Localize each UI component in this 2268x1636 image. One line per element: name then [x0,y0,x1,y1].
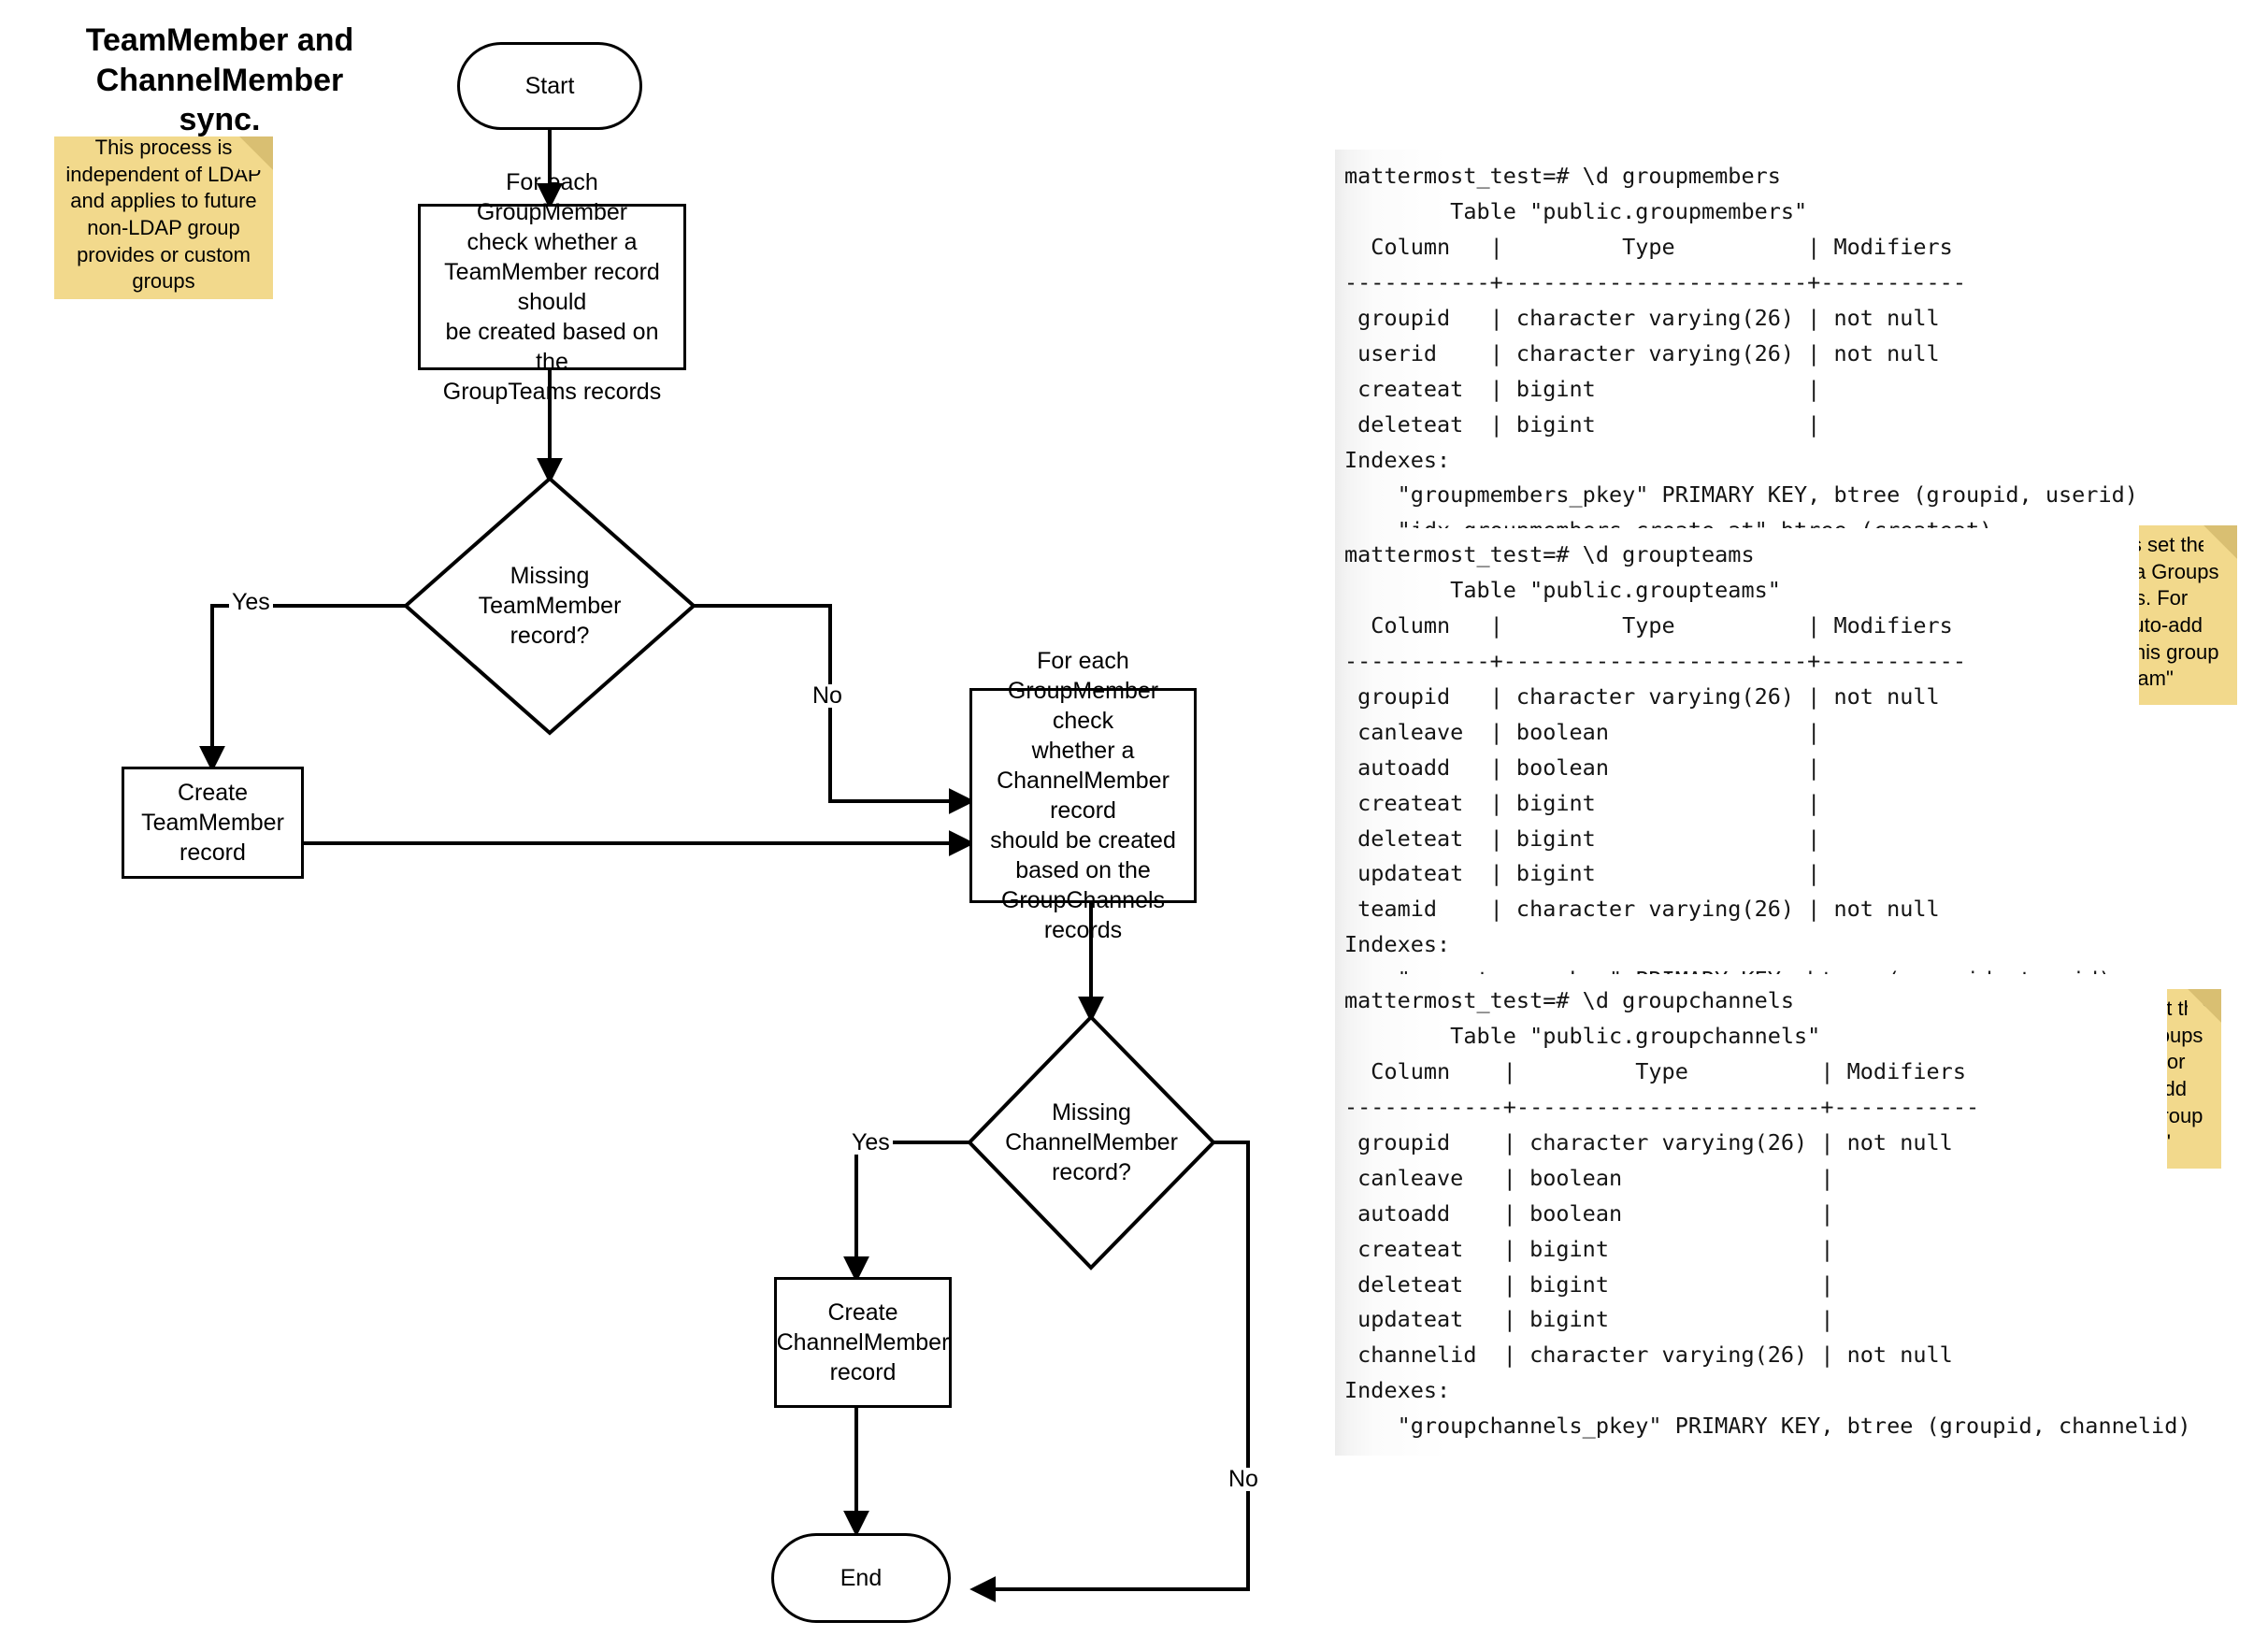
page-title: TeamMember and ChannelMember sync. [85,22,354,137]
flow-node-process-team[interactable]: For each GroupMember check whether a Tea… [418,169,686,405]
terminal-output-groupchannels: mattermost_test=# \d groupchannels Table… [1335,974,2190,1457]
flow-node-end[interactable]: End [771,1533,951,1623]
flow-node-decision-team[interactable]: Missing TeamMember record? [406,479,694,733]
flow-node-decision-team-label: Missing TeamMember record? [478,563,622,649]
flow-node-start[interactable]: Start [457,42,642,130]
flow-node-process-team-label: For each GroupMember check whether a Tea… [442,169,662,405]
sticky-note-ldap-text: This process is independent of LDAP and … [65,136,262,294]
terminal-output-groupmembers: mattermost_test=# \d groupmembers Table … [1335,150,2139,561]
flow-node-end-label: End [840,1565,883,1591]
flow-node-start-label: Start [524,73,575,99]
flow-node-decision-channel[interactable]: Missing ChannelMember record? [969,1017,1213,1268]
terminal-output-groupteams: mattermost_test=# \d groupteams Table "p… [1335,528,2139,1011]
flow-node-process-channel[interactable]: For each GroupMember check whether a Cha… [969,648,1197,943]
edge-label-no-team: No [810,684,845,708]
flow-node-process-channel-label: For each GroupMember check whether a Cha… [990,648,1176,943]
edge-label-no-channel: No [1226,1468,1261,1491]
flow-node-create-channel[interactable]: Create ChannelMember record [774,1277,952,1408]
flow-node-create-team[interactable]: Create TeamMember record [122,767,304,879]
flow-node-create-team-label: Create TeamMember record [141,780,284,866]
sticky-note-ldap: This process is independent of LDAP and … [54,136,273,299]
edge-label-yes-team: Yes [229,591,273,614]
edge-label-yes-channel: Yes [849,1131,893,1155]
flow-node-decision-channel-label: Missing ChannelMember record? [1005,1099,1178,1185]
flow-node-create-channel-label: Create ChannelMember record [776,1299,950,1385]
